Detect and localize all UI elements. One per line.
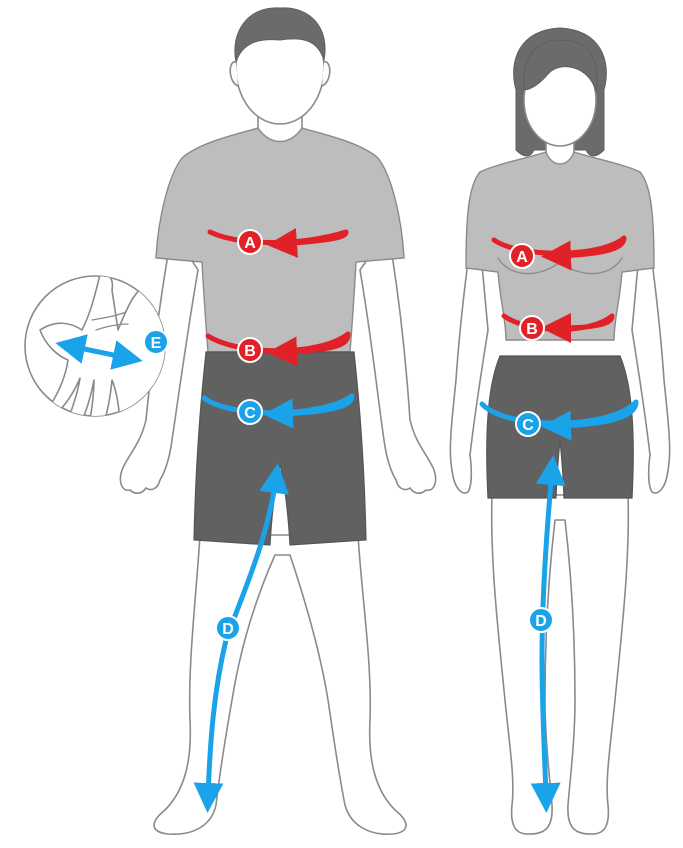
hand-badge-e: E [144, 330, 168, 354]
male-badge-a: A [238, 230, 262, 254]
male-badge-b-label: B [244, 343, 256, 360]
male-figure [120, 8, 435, 834]
male-badge-a-label: A [244, 235, 256, 252]
male-badge-c-label: C [244, 405, 256, 422]
female-badge-c-label: C [522, 417, 534, 434]
female-badge-d-label: D [535, 613, 547, 630]
male-legs [154, 535, 406, 834]
male-badge-c: C [238, 400, 262, 424]
male-right-arm [360, 230, 436, 493]
female-badge-b: B [520, 316, 544, 340]
female-badge-d: D [529, 608, 553, 632]
male-badge-d-label: D [222, 621, 234, 638]
hand-badge-e-label: E [151, 335, 162, 352]
female-badge-a-label: A [516, 249, 528, 266]
male-badge-d: D [216, 616, 240, 640]
female-top [466, 152, 654, 340]
male-shorts [194, 352, 366, 545]
female-figure [450, 28, 669, 834]
female-legs [492, 495, 629, 834]
female-badge-b-label: B [526, 321, 538, 338]
female-badge-a: A [510, 244, 534, 268]
male-badge-b: B [238, 338, 262, 362]
female-badge-c: C [516, 412, 540, 436]
